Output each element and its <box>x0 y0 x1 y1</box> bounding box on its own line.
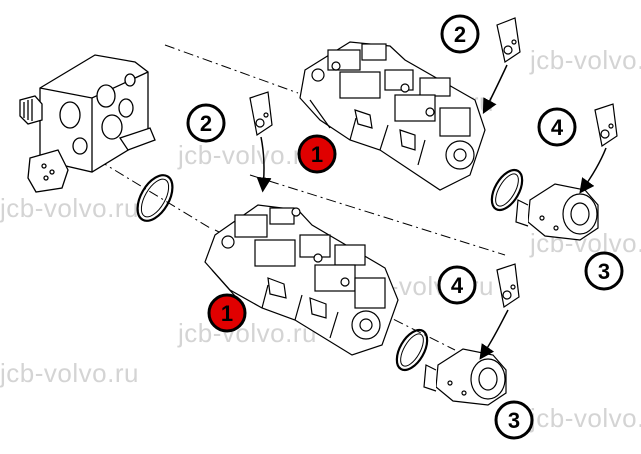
callout-2: 2 <box>440 14 480 54</box>
callout-circle <box>494 400 534 440</box>
o-ring <box>490 168 524 212</box>
leader-arrows <box>256 64 607 360</box>
callout-3: 3 <box>584 251 624 291</box>
bolt-icon <box>496 17 521 63</box>
bolt-icon <box>496 263 520 309</box>
callout-number: 4 <box>451 273 464 298</box>
hydraulic-pump-lower <box>204 204 399 356</box>
pump-mounting-housing <box>19 54 156 193</box>
bolt-icon <box>249 91 273 137</box>
callout-number: 1 <box>221 301 233 326</box>
hydraulic-pump-upper <box>299 41 486 191</box>
watermark-text: jcb-volvo.ru <box>178 140 317 170</box>
watermark-text: jcb-volvo.ru <box>0 358 139 388</box>
callout-circle <box>440 14 480 54</box>
callout-number: 4 <box>551 115 564 140</box>
callout-number: 2 <box>200 111 212 136</box>
callout-number: 1 <box>311 142 323 167</box>
callout-circle <box>584 251 624 291</box>
watermark-text: jcb-volvo.ru <box>530 403 641 433</box>
watermark-text: jcb-volvo.ru <box>530 45 641 75</box>
o-ring <box>136 174 174 222</box>
callout-number: 3 <box>508 408 520 433</box>
callout-2: 2 <box>186 103 226 143</box>
callout-4: 4 <box>437 265 477 305</box>
callout-circle <box>537 107 577 147</box>
callout-labels: 2 1 2 1 4 3 4 3 <box>186 14 624 440</box>
callout-circle <box>437 265 477 305</box>
callout-circle <box>207 293 247 333</box>
callout-3: 3 <box>494 400 534 440</box>
gear-pump-lower <box>423 348 507 406</box>
callout-number: 3 <box>598 259 610 284</box>
callout-number: 2 <box>454 22 466 47</box>
gear-pump-upper <box>515 183 599 241</box>
callout-1-highlighted: 1 <box>207 293 247 333</box>
callout-1-highlighted: 1 <box>297 134 337 174</box>
o-ring <box>395 328 429 372</box>
bolt-icon <box>594 103 618 147</box>
callout-circle <box>297 134 337 174</box>
watermark-text: jcb-volvo.ru <box>0 193 139 223</box>
watermark-text: jcb-volvo.ru <box>178 318 317 348</box>
o-ring-seals <box>136 168 524 372</box>
callout-circle <box>186 103 226 143</box>
callout-4: 4 <box>537 107 577 147</box>
